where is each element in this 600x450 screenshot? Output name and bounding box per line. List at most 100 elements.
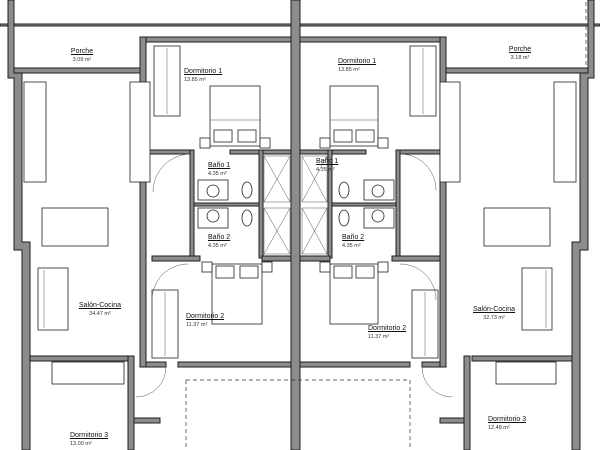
label-bano2-left: Baño 2 4.35 m² [208,234,230,250]
room-area: 4.35 m² [208,171,227,177]
patio-outline-right [186,379,411,450]
room-name: Salón-Cocina [78,302,122,309]
room-name: Dormitorio 1 [338,58,377,65]
wc-bano2-left [241,209,253,227]
hall-wall-right [439,417,465,424]
counter-right-a [553,81,577,183]
label-bano2-right: Baño 2 4.35 m² [342,234,364,250]
doors [135,153,453,398]
sink-bano1-right [363,179,395,201]
counter-left-b [129,81,151,183]
room-area: 13.85 m² [184,77,206,83]
party-wall [290,0,301,450]
wardrobe-dorm3-right [495,361,557,385]
door-swing-dorm1-left [152,153,192,193]
room-area: 11.37 m² [368,334,390,340]
shower-wall-left [258,149,264,259]
room-name: Baño 1 [316,158,339,165]
room-name: Porche [70,48,94,55]
label-dorm1-right: Dormitorio 1 13.85 m² [338,58,376,74]
room-area: 4.35 m² [316,167,335,173]
dorm2-bottom-right-b [421,361,441,368]
shower-2-right [301,207,328,255]
room-area: 3.09 m² [72,57,92,63]
sink-bano1-left [197,179,229,201]
door-swing-dorm1-right [399,153,437,191]
door-swing-dorm2-right [399,263,437,301]
room-area: 32.73 m² [483,315,505,321]
label-bano1-left: Baño 1 4.35 m² [208,162,230,178]
dorm1-bottom-right-a [299,149,367,155]
room-name: Dormitorio 2 [186,313,225,320]
dorm2-bottom-left-a [145,361,167,368]
porch-wall-left [13,67,141,74]
label-dorm3-left: Dormitorio 3 13.00 m² [70,432,108,448]
counter-left-a [23,81,47,183]
shower-2-left [263,207,291,255]
dorm-wall-left-outer [139,36,147,368]
room-area: 4.35 m² [208,243,227,249]
label-dorm2-left: Dormitorio 2 11.37 m² [186,313,224,329]
dorm2-bottom-right-a [299,361,411,368]
wardrobe-dorm3-left [51,361,125,385]
bath-wall-left [189,149,195,259]
wardrobes [51,45,557,385]
bathroom-fixtures [197,155,395,255]
shower-1-left [263,155,291,203]
room-name: Dormitorio 1 [184,68,223,75]
door-swing-dorm2-left [151,263,189,301]
room-name: Dormitorio 3 [488,416,527,423]
dorm2-bottom-left-b [177,361,292,368]
door-swing-dorm3-right [421,366,453,398]
room-name: Baño 1 [208,162,231,169]
sofa-right [521,267,553,331]
counter-right-b [439,81,461,183]
dorm2-top-right-a [299,255,331,262]
label-salon-left: Salón-Cocina 34.47 m² [79,302,121,318]
dorm2-top-right-b [391,255,441,262]
dorm3-side-wall-left [127,355,135,450]
room-name: Salón-Cocina [472,306,516,313]
room-area: 4.35 m² [342,243,361,249]
dorm3-top-wall-right [471,355,573,362]
label-dorm2-right: Dormitorio 2 11.37 m² [368,325,406,341]
dorm1-bottom-right-b [399,149,441,155]
room-area: 13.00 m² [70,441,92,447]
dorm1-top-wall-right [299,36,446,43]
bath-divider-left [193,202,262,207]
label-dorm1-left: Dormitorio 1 13.85 m² [184,68,222,84]
dorm3-side-wall-right [463,355,471,450]
dining-table-left [41,207,109,247]
door-swing-dorm3-left [135,366,167,398]
room-area: 34.47 m² [89,311,111,317]
room-area: 11.37 m² [186,322,208,328]
room-area: 13.85 m² [338,67,360,73]
label-salon-right: Salón-Cocina 32.73 m² [473,306,515,322]
room-area: 3.18 m² [510,55,530,61]
sink-bano2-right [363,207,395,229]
bath-divider-right [329,202,397,207]
bath-wall-right [395,149,401,259]
dorm-wall-right-outer [439,36,447,368]
label-dorm3-right: Dormitorio 3 12.48 m² [488,416,526,432]
room-name: Dormitorio 3 [70,432,109,439]
wc-bano1-left [241,181,253,199]
kitchen-living [23,81,577,331]
dorm1-bottom-left-a [145,149,192,155]
dorm2-top-left-a [151,255,201,262]
wc-bano2-right [338,209,350,227]
label-porche-left: Porche 3.09 m² [71,48,93,64]
shower-1-right [301,155,328,203]
porch-wall-right [445,67,589,74]
room-area: 12.48 m² [488,425,510,431]
hall-wall-left [133,417,161,424]
label-porche-right: Porche 3.18 m² [509,46,531,62]
room-name: Dormitorio 2 [368,325,407,332]
dorm3-top-wall-left [29,355,129,362]
beds [199,85,389,325]
label-bano1-right: Baño 1 4.35 m² [316,158,338,174]
room-name: Porche [508,46,532,53]
sink-bano2-left [197,207,229,229]
